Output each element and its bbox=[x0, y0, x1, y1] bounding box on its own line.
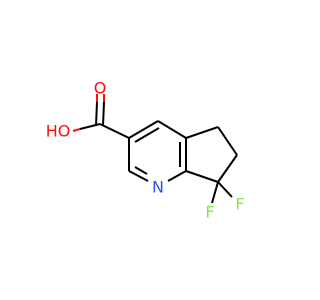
bond-c7-f2 bbox=[217, 181, 233, 198]
atom-label-carbonyl-o: O bbox=[94, 79, 107, 98]
atom-label-layer: O HO N F F bbox=[46, 79, 245, 222]
bond-c-o-double-a bbox=[95, 101, 98, 127]
atom-label-fluorine-1: F bbox=[205, 203, 214, 222]
bond-c7-c7a bbox=[185, 170, 219, 183]
bond-c5-c6 bbox=[217, 126, 238, 156]
bond-c7-f1 bbox=[211, 181, 219, 204]
bond-c4a-c5 bbox=[185, 126, 219, 139]
bond-c3-c4 bbox=[128, 120, 159, 139]
bond-c3-c4-inner bbox=[134, 127, 160, 143]
bond-n-c2-inner bbox=[134, 166, 148, 175]
structure-diagram: O HO N F F bbox=[46, 79, 245, 222]
bond-c-o-double-b bbox=[102, 101, 105, 127]
bond-c6-c7 bbox=[217, 154, 238, 183]
bond-c-oh bbox=[79, 123, 101, 130]
bond-c4-c4a bbox=[157, 120, 187, 139]
atom-label-hydroxyl: HO bbox=[46, 122, 71, 141]
bond-n-c2 bbox=[128, 170, 149, 182]
molecule-svg: O HO N F F bbox=[46, 79, 245, 222]
bond-c7a-n bbox=[167, 170, 187, 182]
bond-layer bbox=[72, 94, 238, 204]
atom-label-fluorine-2: F bbox=[235, 195, 244, 214]
bond-c-oh-red bbox=[72, 128, 81, 132]
bond-c-ring bbox=[99, 123, 130, 139]
atom-label-nitrogen: N bbox=[152, 178, 164, 197]
